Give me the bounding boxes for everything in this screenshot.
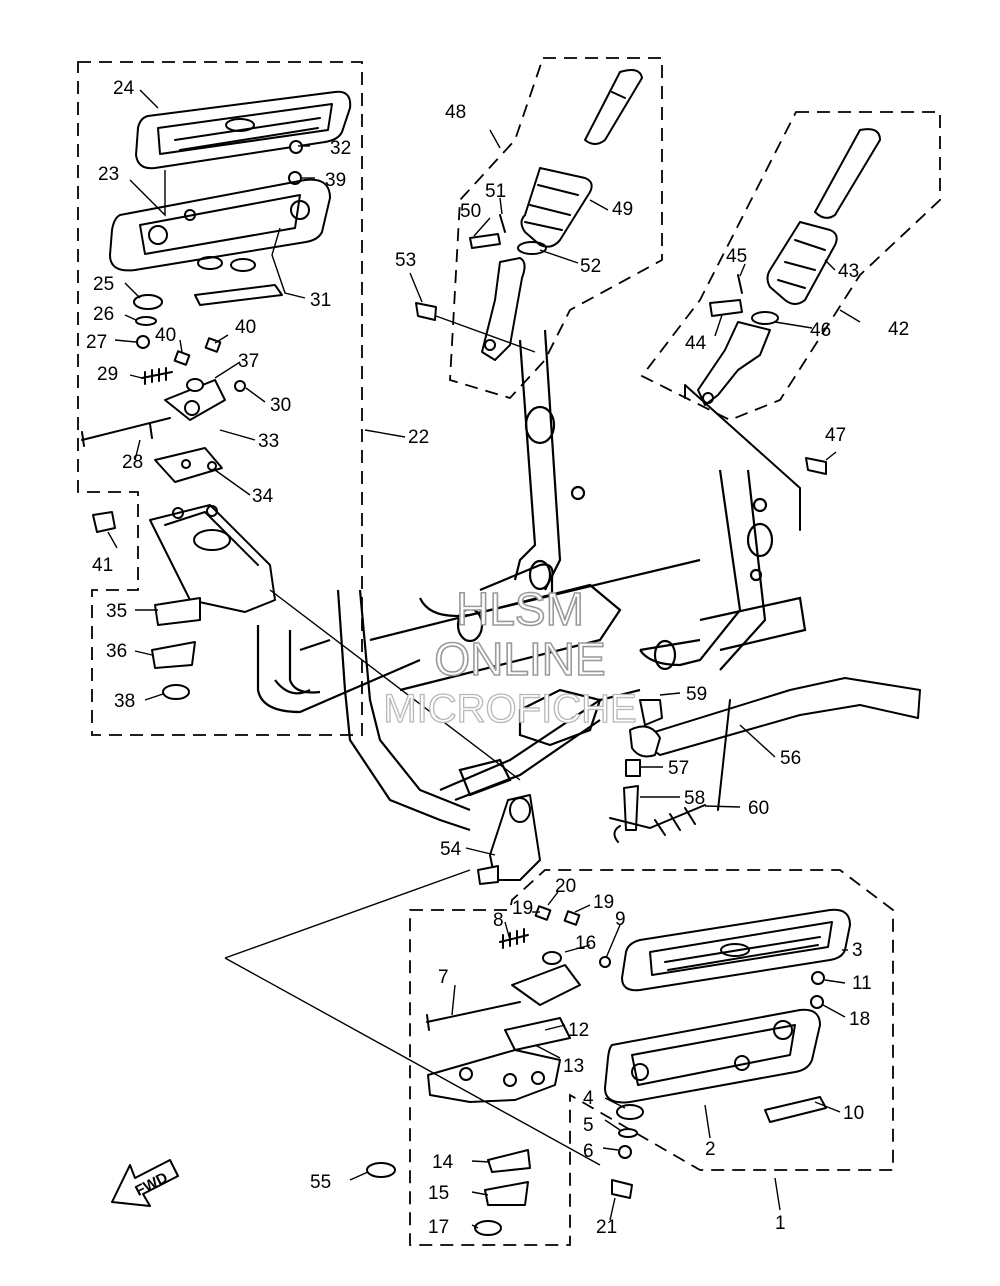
callout-18: 18 [849,1009,870,1030]
callout-26: 26 [93,304,114,325]
callout-43: 43 [838,261,859,282]
callout-11: 11 [852,973,872,994]
small-parts-lower [366,905,827,1236]
callout-17: 17 [428,1217,449,1238]
callout-35: 35 [106,601,127,622]
brake-lever-56 [609,677,921,843]
callout-33: 33 [258,431,279,452]
callout-53: 53 [395,250,416,271]
callout-42: 42 [888,319,909,340]
frame-tubes [256,329,807,832]
callout-9: 9 [615,909,626,930]
watermark-line-1: HLSM [456,583,584,635]
callout-16: 16 [575,933,596,954]
callout-37: 37 [238,351,259,372]
callout-2: 2 [705,1139,716,1160]
callout-39: 39 [325,170,346,191]
watermark-line-3: MICROFICHE [383,687,636,731]
callout-34: 34 [252,486,274,507]
callout-8: 8 [493,910,504,931]
callout-15: 15 [428,1183,449,1204]
callout-31: 31 [310,290,331,311]
callout-38: 38 [114,691,135,712]
callout-7: 7 [438,967,449,988]
footboard-base-2 [604,1008,821,1104]
bracket-54 [477,794,541,885]
callout-12: 12 [568,1020,589,1041]
callout-36: 36 [106,641,127,662]
group-outlines [77,57,941,1246]
footboard-top-pad-24 [135,90,352,170]
callout-52: 52 [580,256,601,277]
callout-6: 6 [583,1141,594,1162]
callout-60: 60 [748,798,769,819]
watermark: HLSM ONLINE MICROFICHE [383,582,638,731]
callout-27: 27 [86,332,107,353]
callout-23: 23 [98,164,119,185]
callout-49: 49 [612,199,633,220]
callout-24: 24 [113,78,135,99]
footboard-top-pad-3 [621,908,851,992]
callout-51: 51 [485,181,506,202]
callout-5: 5 [583,1115,594,1136]
callout-3: 3 [852,940,863,961]
callout-13: 13 [563,1056,584,1077]
callout-28: 28 [122,452,143,473]
callout-1: 1 [775,1213,786,1234]
watermark-line-2: ONLINE [434,633,605,685]
callout-22: 22 [408,427,429,448]
callout-45: 45 [726,246,747,267]
callout-41: 41 [92,555,113,576]
callout-54: 54 [440,839,462,860]
passenger-peg-left [415,69,643,361]
footboard-base-23 [109,178,331,272]
fwd-arrow: FWD [111,1159,179,1207]
callout-labels: 24 32 39 23 25 31 26 27 40 40 37 29 30 3… [86,78,909,1238]
callout-57: 57 [668,758,689,779]
callout-25: 25 [93,274,114,295]
callout-4: 4 [583,1088,594,1109]
callout-46: 46 [810,320,831,341]
callout-32: 32 [330,138,351,159]
callout-55: 55 [310,1172,331,1193]
callout-20: 20 [555,876,576,897]
callout-48: 48 [445,102,466,123]
callout-44: 44 [685,333,707,354]
callout-47: 47 [825,425,846,446]
small-parts-upper [81,140,303,700]
callout-56: 56 [780,748,801,769]
callout-21: 21 [596,1217,617,1238]
callout-40: 40 [155,325,176,346]
callout-40b: 40 [235,317,256,338]
leader-lines [107,89,861,1229]
callout-14: 14 [432,1152,454,1173]
callout-19b: 19 [593,892,614,913]
callout-58: 58 [684,788,705,809]
callout-50: 50 [460,201,481,222]
callout-29: 29 [97,364,118,385]
callout-19: 19 [512,898,533,919]
callout-10: 10 [843,1103,864,1124]
passenger-peg-right [684,128,881,531]
callout-59: 59 [686,684,707,705]
callout-30: 30 [270,395,291,416]
